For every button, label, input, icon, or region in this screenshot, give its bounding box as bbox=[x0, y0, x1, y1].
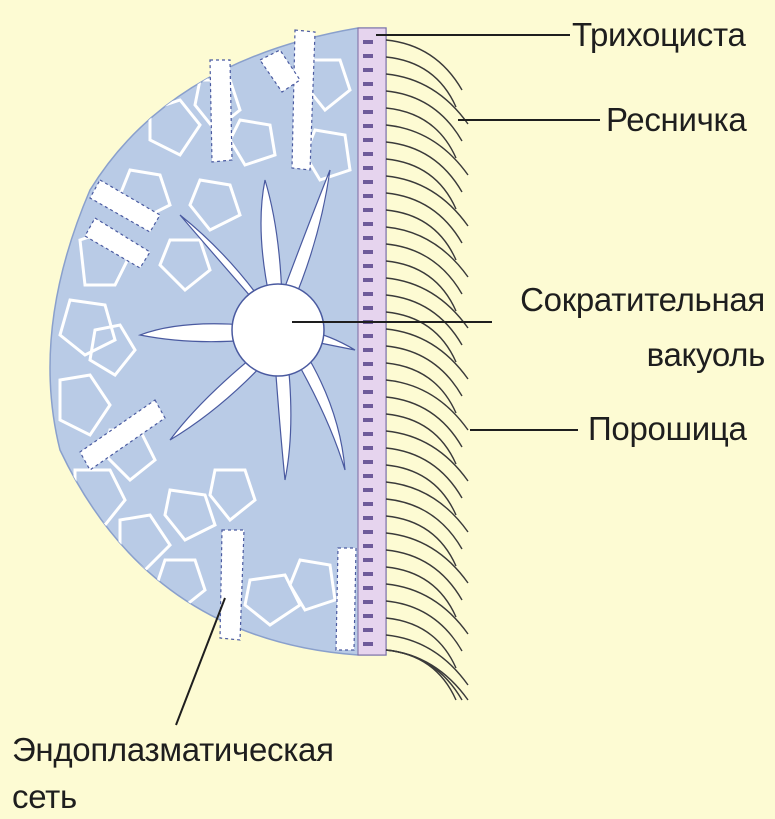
cilium bbox=[386, 448, 462, 498]
pellicle-peg bbox=[363, 236, 373, 240]
pellicle-peg bbox=[363, 376, 373, 380]
label-vacuole-line1: Сократительная bbox=[520, 283, 765, 317]
pellicle-peg bbox=[363, 110, 373, 114]
cilia bbox=[386, 40, 468, 700]
pellicle-peg bbox=[363, 390, 373, 394]
pellicle-peg bbox=[363, 362, 373, 366]
pellicle-peg bbox=[363, 586, 373, 590]
cilium bbox=[386, 601, 462, 651]
pellicle-peg bbox=[363, 348, 373, 352]
pellicle-peg bbox=[363, 250, 373, 254]
cilium bbox=[386, 227, 468, 277]
pellicle-peg bbox=[363, 96, 373, 100]
pellicle-peg bbox=[363, 222, 373, 226]
cilium bbox=[386, 431, 468, 481]
cilium bbox=[386, 193, 462, 243]
pellicle-peg bbox=[363, 278, 373, 282]
cilium bbox=[386, 40, 462, 90]
cilium bbox=[386, 650, 468, 700]
pellicle-peg bbox=[363, 404, 373, 408]
pellicle-peg bbox=[363, 432, 373, 436]
leader-er bbox=[176, 598, 225, 725]
cilium bbox=[386, 329, 468, 379]
cilium bbox=[386, 295, 462, 345]
cilium bbox=[386, 74, 468, 124]
pellicle-peg bbox=[363, 194, 373, 198]
pellicle-peg bbox=[363, 166, 373, 170]
pellicle-peg bbox=[363, 334, 373, 338]
pellicle-peg bbox=[363, 614, 373, 618]
label-er-line2: сеть bbox=[12, 780, 77, 814]
pellicle-peg bbox=[363, 264, 373, 268]
pellicle-peg bbox=[363, 572, 373, 576]
cilium bbox=[386, 550, 462, 600]
pellicle-peg bbox=[363, 306, 373, 310]
cilium bbox=[386, 533, 468, 583]
pellicle-peg bbox=[363, 544, 373, 548]
cilium bbox=[386, 91, 462, 141]
pellicle-peg bbox=[363, 516, 373, 520]
pellicle-peg bbox=[363, 558, 373, 562]
cilium bbox=[386, 346, 462, 396]
pellicle-peg bbox=[363, 460, 373, 464]
pellicle-peg bbox=[363, 138, 373, 142]
pellicle-peg bbox=[363, 530, 373, 534]
cilium bbox=[386, 397, 462, 447]
cilium bbox=[386, 176, 468, 226]
pellicle-peg bbox=[363, 54, 373, 58]
cilium bbox=[386, 499, 462, 549]
label-trichocyst: Трихоциста bbox=[572, 18, 746, 52]
cilium bbox=[386, 125, 468, 175]
pellicle-peg bbox=[363, 600, 373, 604]
label-cilium: Ресничка bbox=[606, 103, 746, 137]
pellicle-peg bbox=[363, 628, 373, 632]
cilium bbox=[386, 482, 468, 532]
pellicle-peg bbox=[363, 488, 373, 492]
pellicle-peg bbox=[363, 40, 373, 44]
cilium bbox=[386, 635, 468, 685]
pellicle-peg bbox=[363, 642, 373, 646]
pellicle-peg bbox=[363, 446, 373, 450]
pellicle-peg bbox=[363, 68, 373, 72]
cilium bbox=[386, 278, 468, 328]
pellicle-peg bbox=[363, 418, 373, 422]
cilium bbox=[386, 584, 468, 634]
cilium bbox=[386, 142, 462, 192]
pellicle-peg bbox=[363, 180, 373, 184]
label-vacuole-line2: вакуоль bbox=[647, 338, 765, 372]
pellicle-peg bbox=[363, 502, 373, 506]
pellicle-peg bbox=[363, 292, 373, 296]
contractile-vacuole bbox=[232, 284, 324, 376]
cilium bbox=[386, 380, 468, 430]
label-er-line1: Эндоплазматическая bbox=[12, 733, 334, 767]
pellicle-peg bbox=[363, 152, 373, 156]
pellicle-peg bbox=[363, 82, 373, 86]
pellicle-peg bbox=[363, 124, 373, 128]
cilium bbox=[386, 244, 462, 294]
pellicle-peg bbox=[363, 474, 373, 478]
pellicle-peg bbox=[363, 208, 373, 212]
label-cytoproct: Порошица bbox=[588, 412, 747, 446]
